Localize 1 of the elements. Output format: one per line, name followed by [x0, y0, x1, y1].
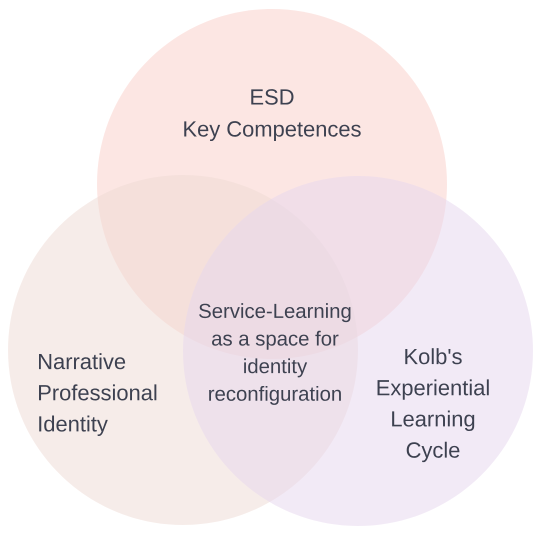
overlap-label: Service-Learning as a space for identity reconfiguration: [199, 303, 350, 405]
